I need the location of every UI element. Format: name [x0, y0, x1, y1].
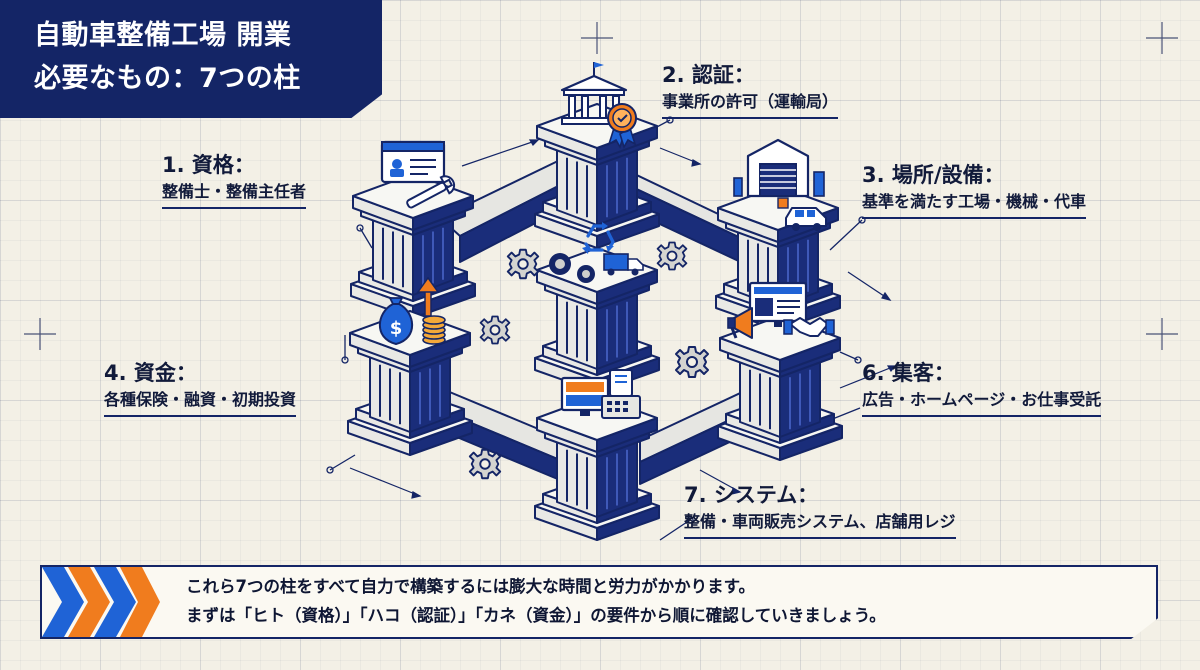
pillar-label-system: 7. システム： 整備・車両販売システム、店舗用レジ	[684, 482, 956, 539]
summary-banner	[40, 565, 1158, 639]
pillar-heading: 2. 認証：	[662, 63, 755, 87]
pillar-heading: 1. 資格：	[162, 153, 255, 177]
svg-text:$: $	[390, 318, 403, 339]
certificate-badge-icon	[607, 103, 637, 150]
recycle-icon	[582, 222, 615, 254]
pillar-heading: 3. 場所/設備：	[862, 163, 1005, 187]
dimension-arrows	[349, 139, 897, 499]
pillar-label-qualification: 1. 資格： 整備士・整備主任者	[162, 152, 307, 209]
gear-icon	[479, 315, 511, 345]
wrench-icon	[406, 175, 456, 209]
car-icon	[785, 207, 827, 231]
pillar-certification	[534, 103, 660, 249]
truck-icon	[603, 253, 644, 276]
label-underline	[862, 415, 1102, 417]
pillar-description: 整備士・整備主任者	[162, 182, 307, 201]
pillar-heading: 4. 資金：	[104, 361, 197, 385]
summary-text: これら7つの柱をすべて自力で構築するには膨大な時間と労力がかかります。 まずは「…	[186, 572, 886, 630]
pillar-description: 基準を満たす工場・機械・代車	[862, 192, 1087, 211]
chevron-arrow-icon	[42, 567, 160, 637]
pillar-label-marketing: 6. 集客： 広告・ホームページ・お仕事受託	[862, 360, 1102, 417]
gear-icon	[656, 241, 688, 271]
money-bag-icon: $	[379, 297, 413, 346]
page-title: 自動車整備工場 開業	[34, 20, 292, 51]
summary-line-1: これら7つの柱をすべて自力で構築するには膨大な時間と労力がかかります。	[186, 577, 756, 596]
factory-icon	[733, 138, 825, 209]
page-subtitle: 必要なもの：7つの柱	[34, 63, 301, 94]
label-underline	[862, 217, 1087, 219]
label-underline	[684, 537, 956, 539]
summary-line-2: まずは「ヒト（資格）」「ハコ（認証）」「カネ（資金）」の要件から順に確認していき…	[186, 606, 886, 625]
pillar-description: 整備・車両販売システム、店舗用レジ	[684, 512, 956, 531]
pillar-label-certification: 2. 認証： 事業所の許可（運輸局）	[662, 62, 839, 119]
tire-icon	[549, 253, 595, 283]
label-underline	[162, 207, 307, 209]
pillar-heading: 7. システム：	[684, 483, 819, 507]
label-underline	[104, 415, 297, 417]
pillar-description: 事業所の許可（運輸局）	[662, 92, 839, 111]
pillar-heading: 6. 集客：	[862, 361, 955, 385]
label-underline	[662, 117, 839, 119]
handshake-icon	[783, 317, 835, 337]
pillar-label-funds: 4. 資金： 各種保険・融資・初期投資	[104, 360, 297, 417]
pillar-description: 広告・ホームページ・お仕事受託	[862, 390, 1102, 409]
pillar-qualification	[350, 173, 476, 319]
monitor-icon	[748, 281, 808, 327]
id-card-icon	[380, 140, 446, 184]
pillar-label-facility: 3. 場所/設備： 基準を満たす工場・機械・代車	[862, 162, 1087, 219]
megaphone-icon	[727, 307, 753, 339]
gear-icon	[468, 448, 502, 480]
coins-icon	[422, 315, 446, 345]
gear-icon	[675, 346, 709, 378]
pillar-description: 各種保険・融資・初期投資	[104, 390, 297, 409]
crosshair-marks	[24, 22, 1178, 350]
gear-icon	[506, 248, 540, 280]
pillar-system	[534, 395, 660, 541]
title-box: 自動車整備工場 開業 必要なもの：7つの柱	[0, 0, 382, 118]
pos-register-icon	[560, 369, 641, 419]
